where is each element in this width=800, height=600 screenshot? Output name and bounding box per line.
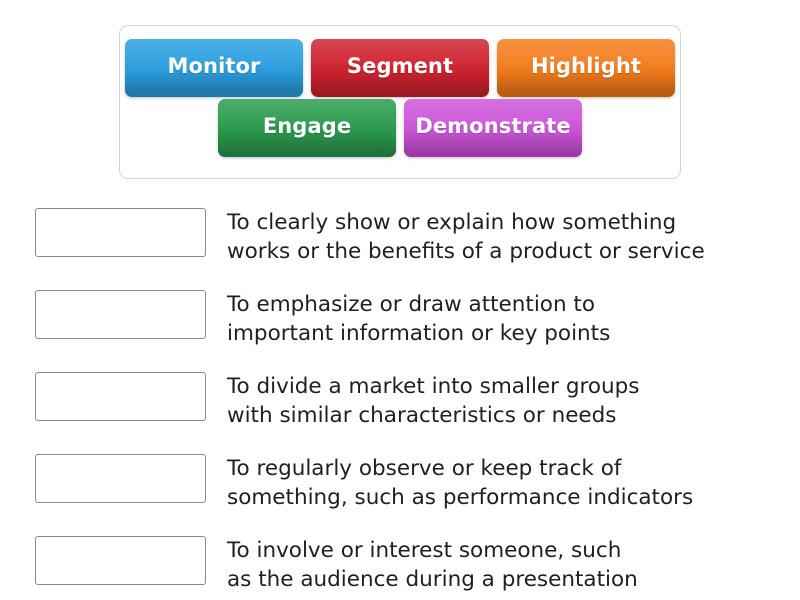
- match-row: To clearly show or explain how something…: [35, 208, 775, 266]
- definition-text: To clearly show or explain how something…: [227, 210, 705, 264]
- draggable-tile-demonstrate[interactable]: Demonstrate: [404, 99, 582, 153]
- definition-text: To involve or interest someone, such as …: [227, 538, 638, 592]
- drop-zone[interactable]: [35, 454, 206, 503]
- tile-bank-row-1: Monitor Segment Highlight: [121, 39, 679, 93]
- definition-text: To emphasize or draw attention to import…: [227, 292, 611, 346]
- tile-bank-row-2: Engage Demonstrate: [214, 99, 586, 153]
- tile-label-engage: Engage: [262, 114, 352, 138]
- answer-tile-bank: Monitor Segment Highlight Engage Demonst…: [119, 25, 681, 179]
- draggable-tile-segment[interactable]: Segment: [311, 39, 489, 93]
- draggable-tile-monitor[interactable]: Monitor: [125, 39, 303, 93]
- tile-label-segment: Segment: [346, 54, 454, 78]
- draggable-tile-engage[interactable]: Engage: [218, 99, 396, 153]
- definition-list: To clearly show or explain how something…: [35, 208, 775, 594]
- tile-label-demonstrate: Demonstrate: [415, 114, 571, 138]
- match-row: To involve or interest someone, such as …: [35, 536, 775, 594]
- drop-zone[interactable]: [35, 536, 206, 585]
- match-row: To divide a market into smaller groups w…: [35, 372, 775, 430]
- drop-zone[interactable]: [35, 372, 206, 421]
- draggable-tile-highlight[interactable]: Highlight: [497, 39, 675, 93]
- match-row: To regularly observe or keep track of so…: [35, 454, 775, 512]
- tile-label-monitor: Monitor: [167, 54, 261, 78]
- definition-text: To regularly observe or keep track of so…: [227, 456, 694, 510]
- drop-zone[interactable]: [35, 208, 206, 257]
- match-row: To emphasize or draw attention to import…: [35, 290, 775, 348]
- drop-zone[interactable]: [35, 290, 206, 339]
- definition-text: To divide a market into smaller groups w…: [227, 374, 640, 428]
- tile-label-highlight: Highlight: [530, 54, 642, 78]
